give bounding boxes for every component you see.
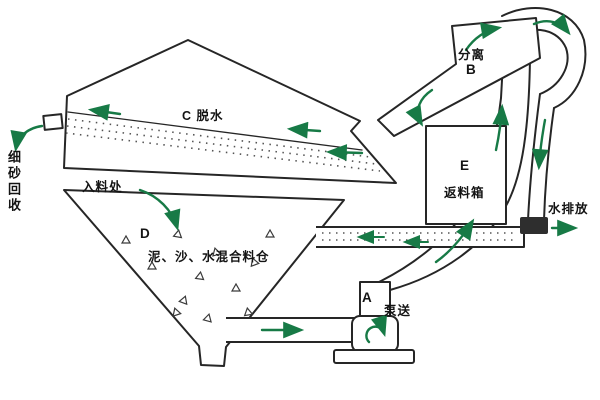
label-mixture-bin: 泥、沙、水混合料仓 [148,250,270,264]
label-return-box-id: E [460,158,470,173]
screen-flow-arrow-2 [325,144,364,161]
label-bin-id: D [140,226,150,241]
return-box [425,125,507,225]
label-pump: 泵送 [384,304,412,318]
mixture-bin [63,189,345,367]
loop-flow-arrow [532,13,571,36]
water-discharge-outlet [520,217,548,234]
rising-pipe-arrow-2 [492,103,510,152]
label-water-discharge: 水排放 [548,202,589,216]
rising-pipe-arrow-1 [434,218,475,264]
screen-deck-texture [65,111,381,172]
screen-flow-arrow-3 [87,104,122,121]
dewatering-screen [63,39,397,184]
discharge-downpipe-left [527,93,541,221]
return-pipe [316,226,525,248]
feed-arrow [138,188,181,232]
flow-arrows [10,13,579,344]
underflow-arrow [405,88,434,127]
label-separator-id: B [466,62,476,77]
label-pump-id: A [362,290,372,305]
label-dewatering-screen: C 脱水 [182,109,224,123]
fine-sand-outlet-nozzle [42,113,64,131]
label-feed-inlet: 入料处 [82,180,123,194]
label-separator: 分离 [458,48,486,62]
screen-flow-arrow-1 [286,121,322,139]
label-return-box: 返料箱 [444,186,485,200]
pump [333,281,415,364]
downpipe-arrow [531,118,549,171]
pump-rotation-arrow [365,314,387,344]
fine-sand-arrow [10,124,44,153]
label-fine-sand-recovery: 细砂回收 [6,150,21,214]
separator-flow-arrow [464,22,503,52]
